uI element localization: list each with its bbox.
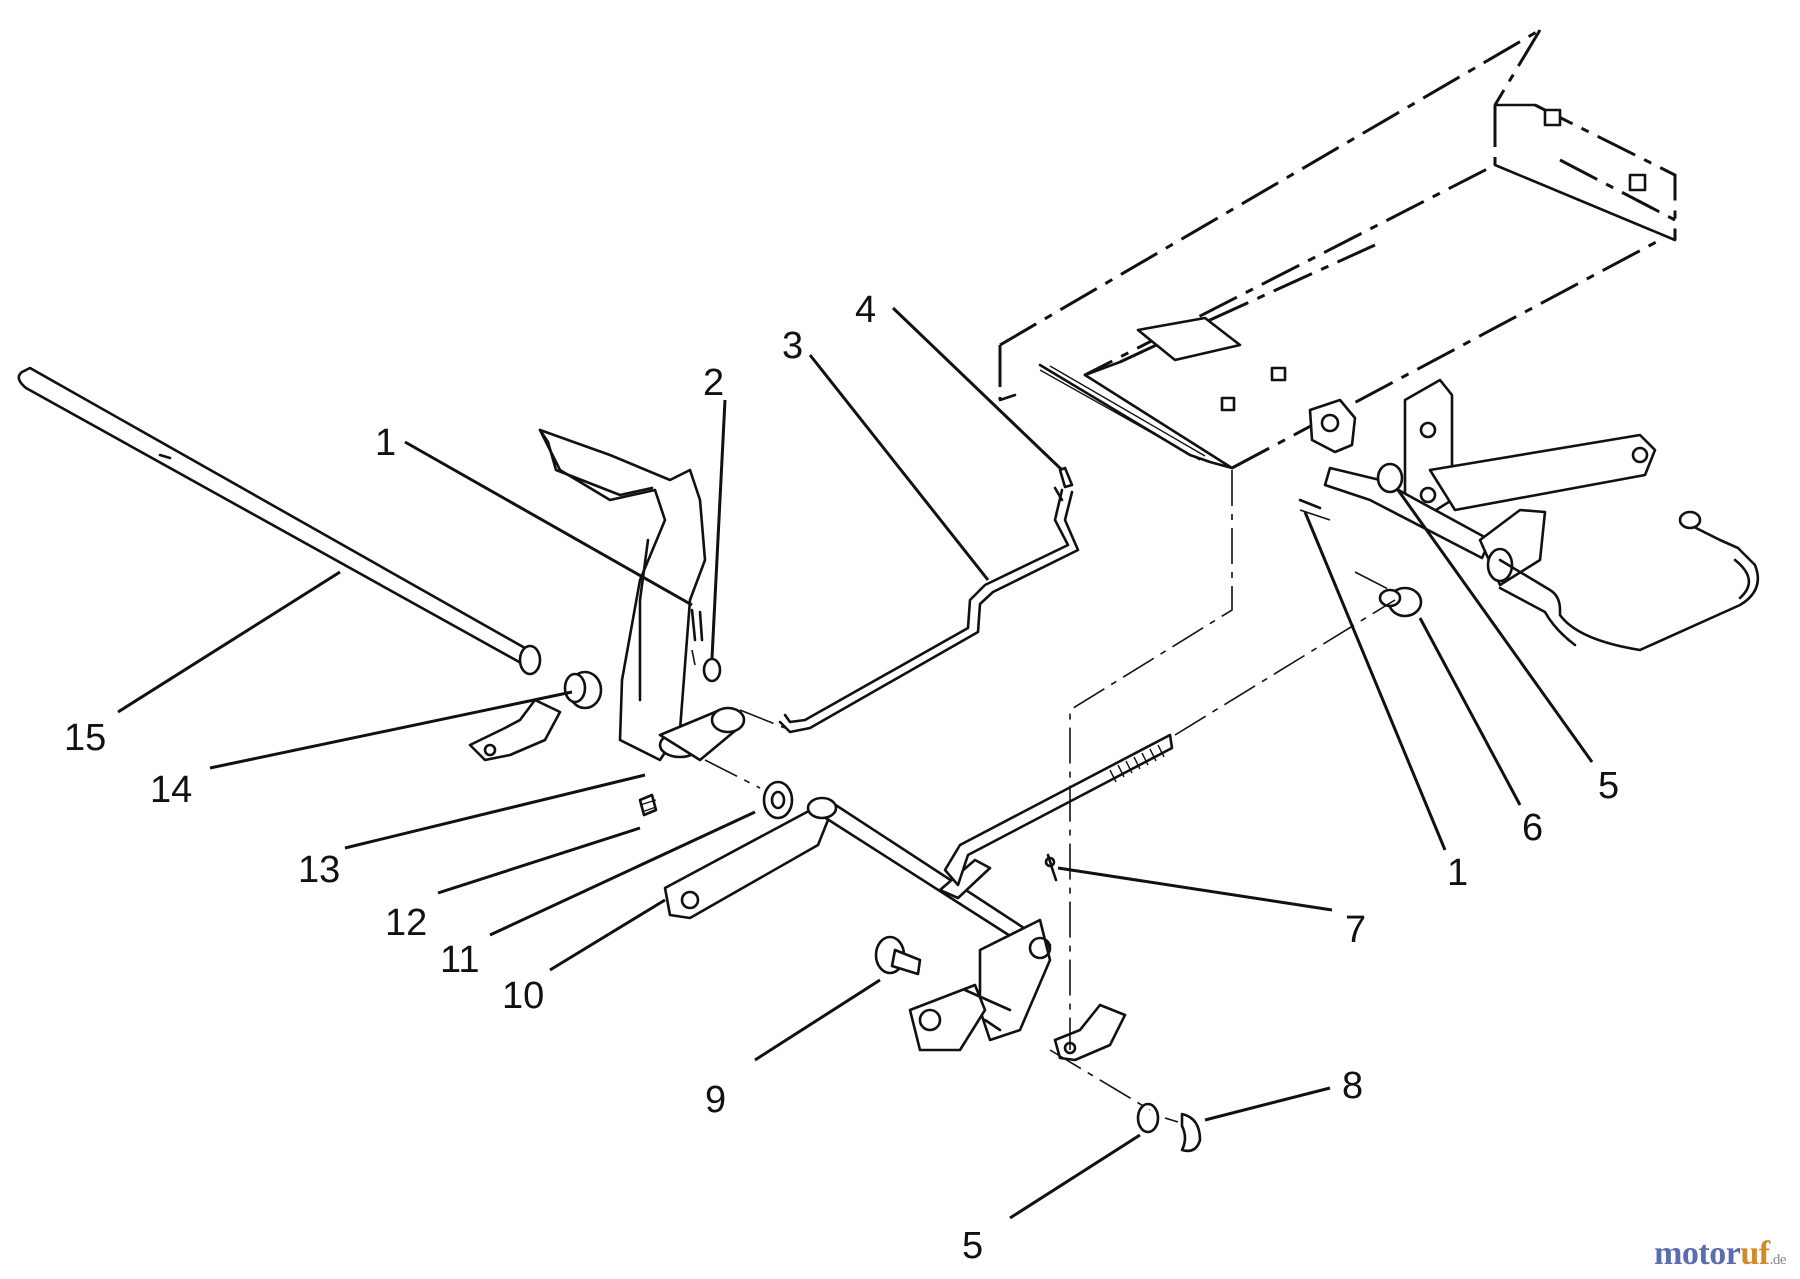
screw-part-12: [638, 793, 658, 817]
callout-13: 13: [298, 849, 340, 891]
leader-10: [549, 898, 666, 972]
pin-part-9: [874, 935, 922, 976]
callout-14: 14: [150, 769, 192, 811]
callout-11: 11: [440, 939, 479, 981]
callout-1-left: 1: [375, 422, 396, 464]
watermark-brand-accent: uf: [1740, 1235, 1770, 1272]
leader-3: [808, 354, 990, 581]
bushing-part-14: [563, 670, 603, 710]
callout-2: 2: [703, 362, 724, 404]
leader-5-lower: [1009, 1133, 1141, 1220]
bracket-lower: [1053, 1003, 1127, 1062]
threaded-rod: [943, 733, 1174, 887]
u-handle: [1498, 510, 1760, 652]
washer-part-11: [762, 780, 794, 820]
clevis-pin-part-4: [1053, 466, 1074, 502]
callout-3: 3: [782, 325, 803, 367]
bracket-left: [468, 698, 562, 762]
brake-rod-part-3: [778, 488, 1080, 734]
watermark-tld: .de: [1769, 1252, 1787, 1268]
leader-7: [1057, 866, 1333, 912]
callout-12: 12: [385, 902, 427, 944]
leader-6: [1418, 617, 1522, 806]
callout-15: 15: [64, 717, 106, 759]
callout-5-upper: 5: [1598, 765, 1619, 807]
leader-2: [710, 399, 727, 659]
cotter-pin-part-1-right: [1298, 498, 1322, 510]
assembly-axis-lines: [691, 470, 1396, 1123]
brake-link-bracket: [1308, 398, 1357, 454]
callout-6: 6: [1522, 807, 1543, 849]
rod-part-15: [17, 366, 542, 676]
leader-5-upper: [1396, 489, 1594, 763]
cross-shaft-part-10: [663, 796, 1052, 1052]
frame-phantom-outline: [998, 28, 1677, 470]
leader-12: [437, 826, 641, 895]
callout-9: 9: [705, 1079, 726, 1121]
leader-13: [344, 773, 646, 850]
leader-4: [891, 306, 1064, 472]
callout-10: 10: [502, 975, 544, 1017]
callout-8: 8: [1342, 1065, 1363, 1107]
callout-4: 4: [855, 289, 876, 331]
callout-5-lower: 5: [962, 1225, 983, 1267]
washer-part-2: [702, 657, 722, 683]
washer-part-5-lower: [1136, 1102, 1160, 1134]
leader-14: [209, 690, 573, 770]
motoruf-watermark: motoruf.de: [1654, 1235, 1786, 1273]
pedal-lever-part-13: [538, 428, 746, 762]
bushing-part-6: [1378, 586, 1423, 618]
callout-1-right: 1: [1447, 852, 1468, 894]
leader-11: [489, 810, 756, 937]
watermark-brand-main: motor: [1654, 1235, 1741, 1272]
callout-labels: 15 14 13 12 11 10 9 8 7 6 5 5 4 3 2 1 1: [64, 289, 1619, 1267]
leader-15: [117, 570, 341, 714]
callout-7: 7: [1345, 909, 1366, 951]
leader-1-right: [1303, 511, 1447, 851]
washer-part-5-upper: [1376, 462, 1404, 494]
leader-9: [754, 978, 881, 1062]
cotter-pin-part-7: [1044, 853, 1058, 882]
leader-1-left: [404, 440, 693, 607]
leader-8: [1204, 1086, 1331, 1122]
e-clip-part-8: [1180, 1112, 1202, 1153]
pin-part-1-left: [690, 608, 704, 642]
pedal-mount-bracket: [1478, 508, 1547, 587]
callout-leader-lines: [117, 306, 1594, 1220]
